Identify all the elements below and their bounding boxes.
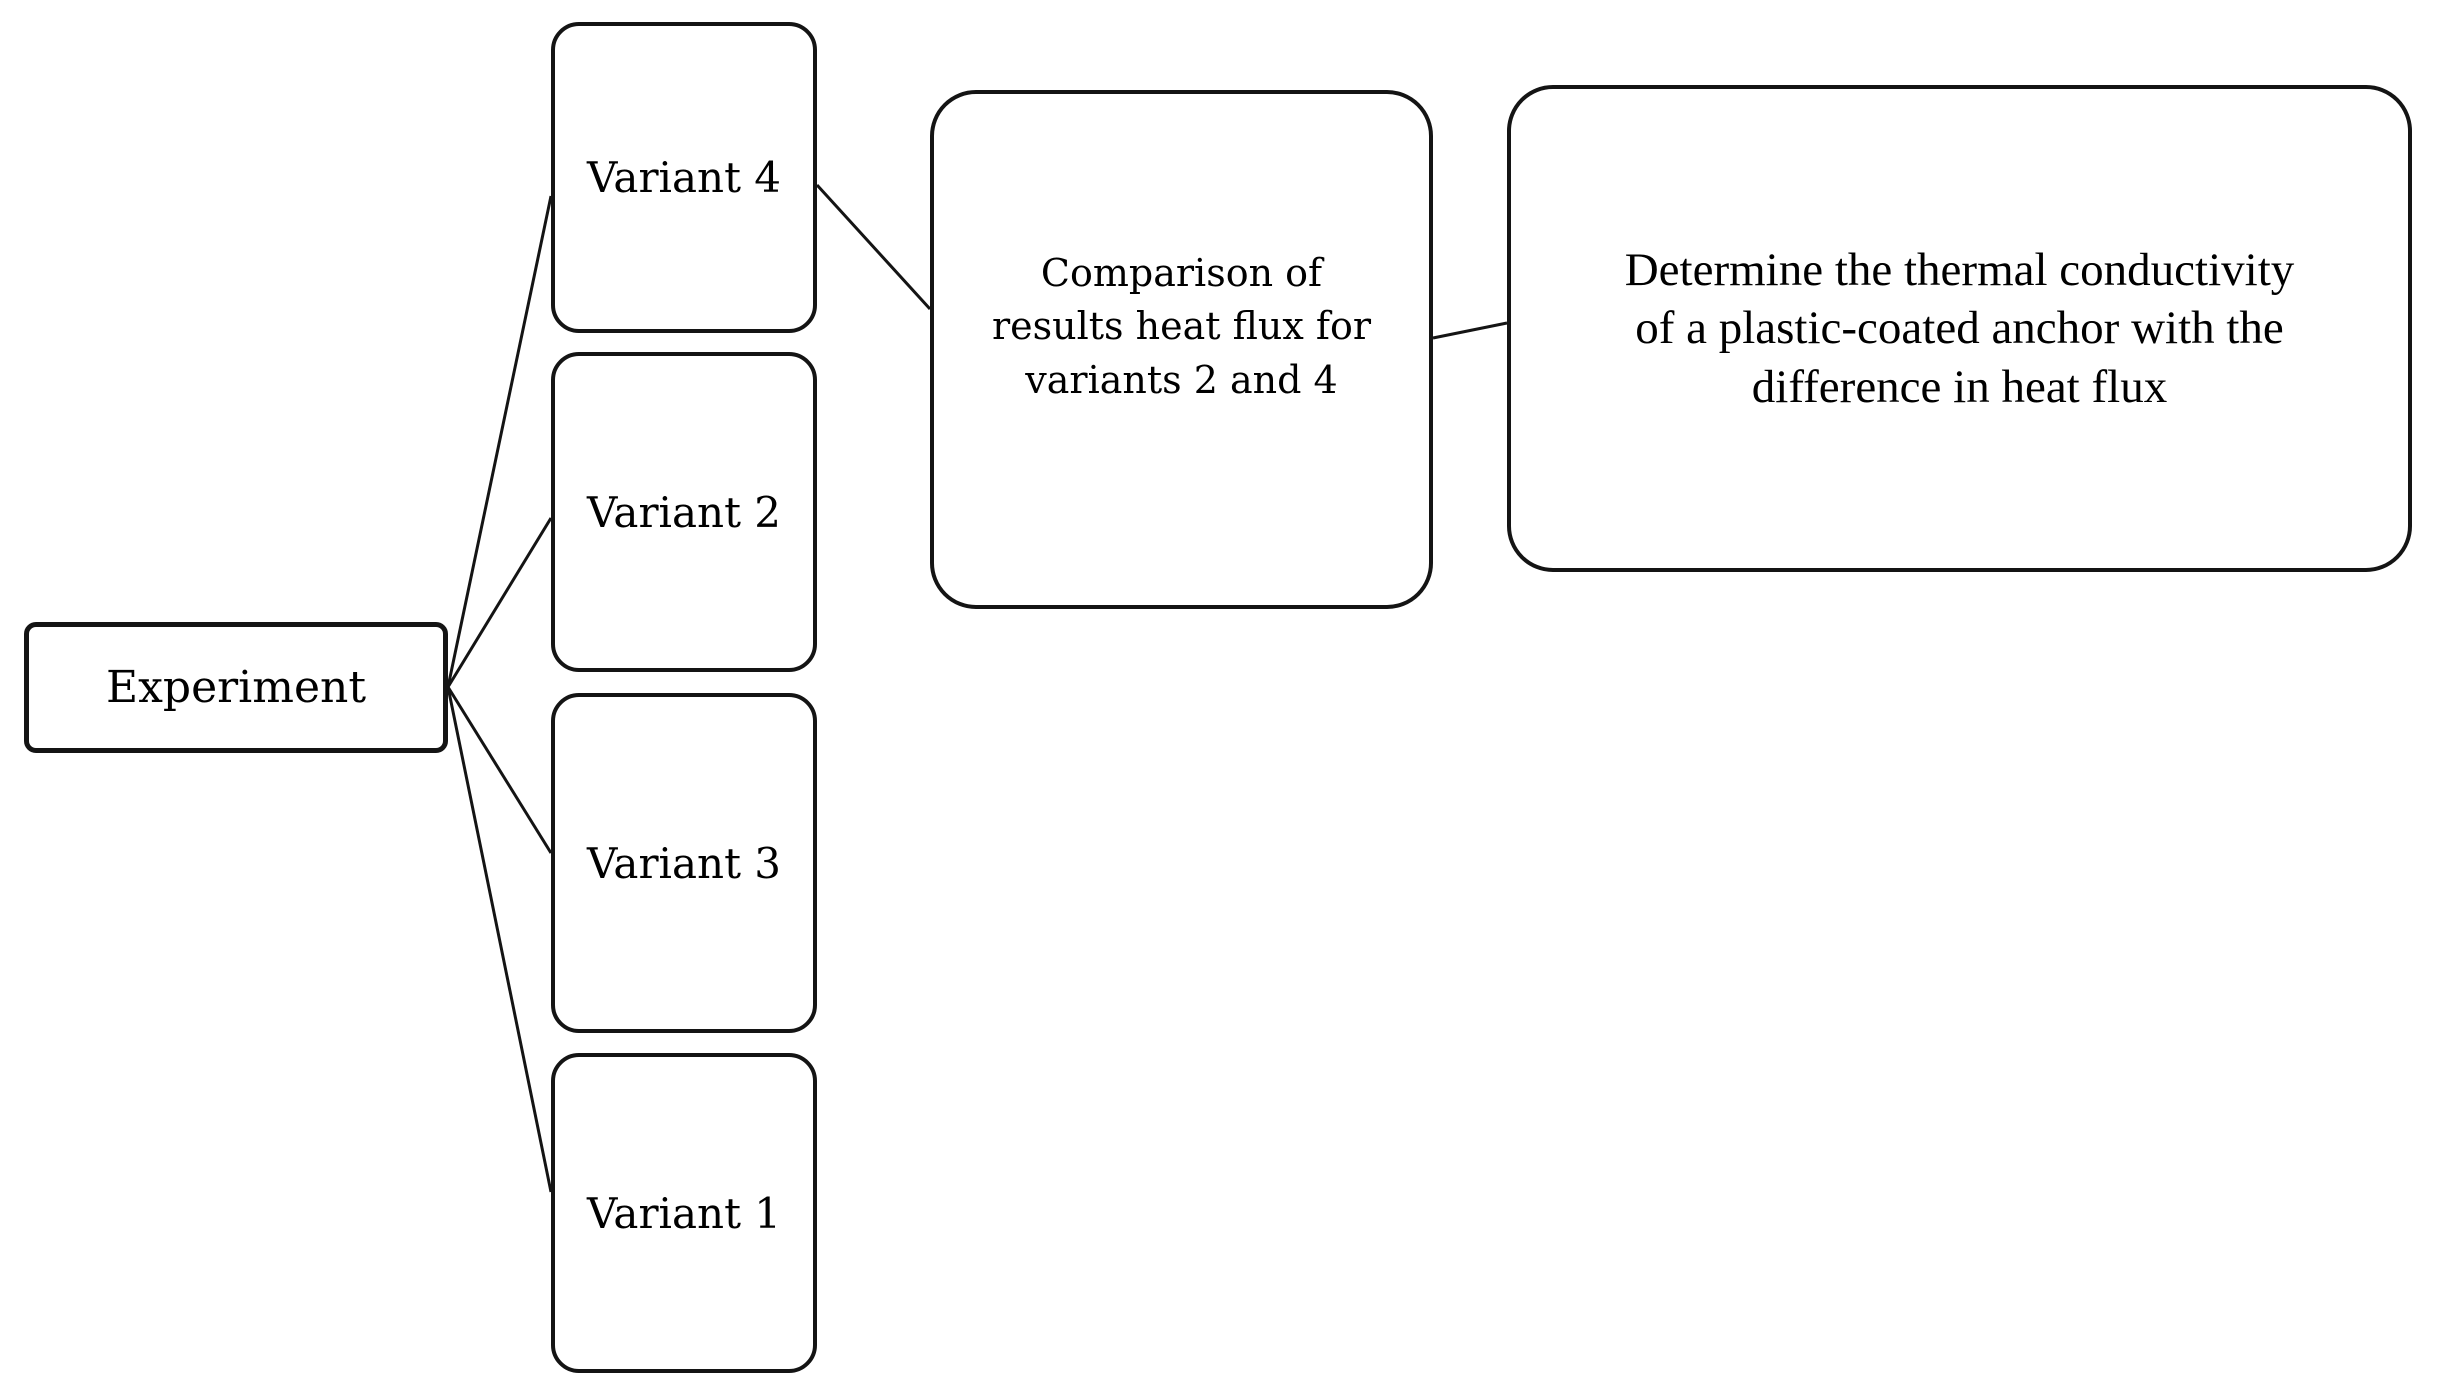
node-determine-thermal-conductivity: Determine the thermal conductivity of a … bbox=[1507, 85, 2412, 572]
node-variant-4: Variant 4 bbox=[551, 22, 817, 333]
node-comparison-heat-flux: Comparison of results heat flux for vari… bbox=[930, 90, 1433, 609]
variant-1-label: Variant 1 bbox=[586, 1188, 782, 1238]
edge-experiment-variant1 bbox=[446, 686, 553, 1193]
edge-experiment-variant4 bbox=[446, 195, 553, 688]
comparison-label: Comparison of results heat flux for vari… bbox=[991, 251, 1372, 402]
edge-experiment-variant3 bbox=[446, 686, 553, 854]
node-variant-1: Variant 1 bbox=[551, 1053, 817, 1373]
edge-experiment-variant2 bbox=[446, 517, 553, 688]
experiment-label: Experiment bbox=[105, 662, 367, 713]
variant-4-label: Variant 4 bbox=[586, 153, 782, 202]
node-experiment: Experiment bbox=[24, 622, 448, 753]
node-variant-3: Variant 3 bbox=[551, 693, 817, 1033]
edge-comparison-goal bbox=[1432, 321, 1508, 340]
variant-3-label: Variant 3 bbox=[586, 838, 782, 888]
goal-label: Determine the thermal conductivity of a … bbox=[1624, 244, 2295, 413]
node-variant-2: Variant 2 bbox=[551, 352, 817, 672]
variant-2-label: Variant 2 bbox=[586, 487, 782, 537]
edge-variant4-comparison bbox=[815, 183, 932, 311]
